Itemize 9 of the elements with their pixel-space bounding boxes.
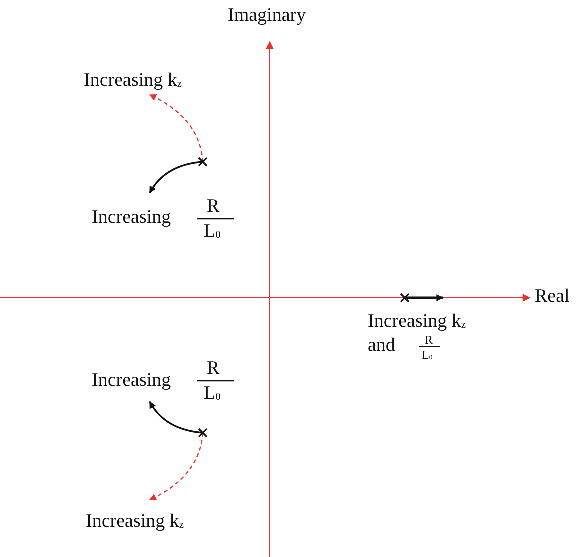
annotation-text: Increasing (92, 208, 172, 227)
axis-label: Imaginary (228, 6, 306, 25)
annotation-text: Increasing (92, 371, 172, 390)
fraction-numerator: R (207, 197, 220, 216)
annotation-text: and (368, 336, 396, 355)
axis-label: Real (535, 287, 570, 306)
fraction-denominator: L$_{0}$ (422, 349, 433, 362)
fraction-numerator: R (425, 334, 434, 346)
fraction-numerator: R (207, 359, 220, 378)
